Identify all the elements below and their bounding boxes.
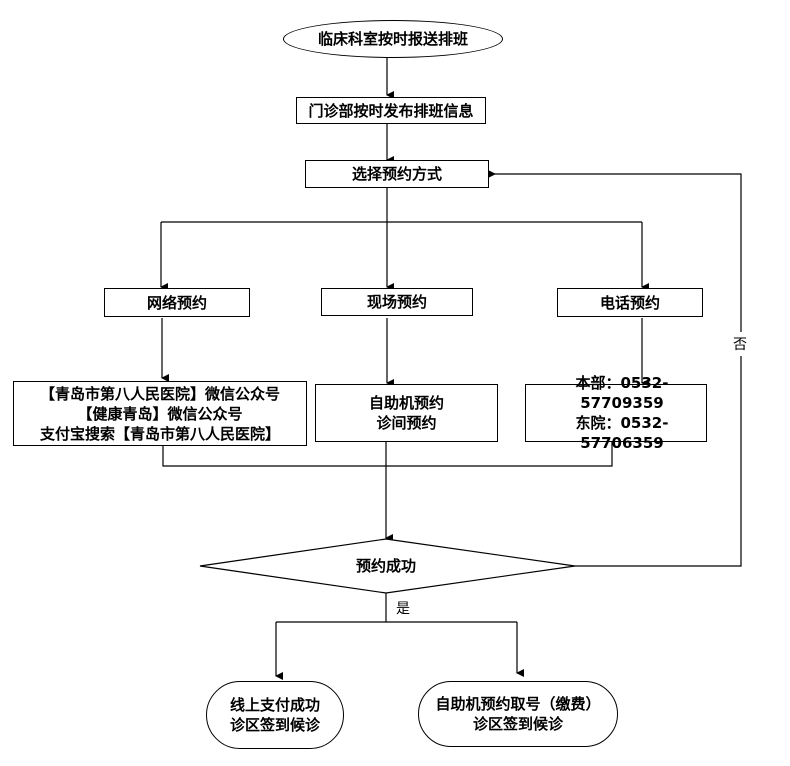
online-detail-line-3: 支付宝搜索【青岛市第八人民医院】 bbox=[39, 424, 280, 443]
method-online-title: 网络预约 bbox=[146, 293, 207, 312]
outcome-online-node: 线上支付成功 诊区签到候诊 bbox=[206, 681, 344, 749]
choose-method-node: 选择预约方式 bbox=[305, 160, 489, 188]
method-onsite-title: 现场预约 bbox=[366, 293, 427, 311]
yes-label: 是 bbox=[396, 598, 410, 618]
publish-node: 门诊部按时发布排班信息 bbox=[296, 97, 486, 124]
decision-text-wrap: 预约成功 bbox=[326, 554, 446, 578]
decision-text: 预约成功 bbox=[355, 557, 416, 575]
start-node-text: 临床科室按时报送排班 bbox=[317, 30, 468, 48]
method-phone-node: 电话预约 bbox=[557, 288, 703, 317]
method-onsite-node: 现场预约 bbox=[321, 288, 473, 316]
choose-method-text: 选择预约方式 bbox=[351, 165, 442, 183]
outcome-online-line-1: 线上支付成功 bbox=[229, 696, 320, 714]
online-detail-node: 【青岛市第八人民医院】微信公众号 【健康青岛】微信公众号 支付宝搜索【青岛市第八… bbox=[13, 381, 307, 446]
onsite-detail-line-2: 诊间预约 bbox=[376, 414, 437, 432]
phone-detail-node: 本部：0532-57709359 东院：0532-57706359 bbox=[525, 374, 707, 452]
online-detail-line-2: 【健康青岛】微信公众号 bbox=[77, 404, 243, 423]
method-online-node: 网络预约 bbox=[104, 288, 250, 317]
no-loop-line bbox=[488, 170, 742, 567]
outcome-online-line-2: 诊区签到候诊 bbox=[229, 716, 320, 734]
outcome-kiosk-line-2: 诊区签到候诊 bbox=[472, 715, 563, 733]
online-detail-line-1: 【青岛市第八人民医院】微信公众号 bbox=[39, 384, 280, 403]
outcome-kiosk-node: 自助机预约取号（缴费） 诊区签到候诊 bbox=[418, 681, 618, 747]
merge-line bbox=[162, 442, 613, 467]
method-phone-title: 电话预约 bbox=[599, 293, 660, 312]
onsite-detail-node: 自助机预约 诊间预约 bbox=[315, 384, 498, 442]
onsite-detail-line-1: 自助机预约 bbox=[368, 394, 444, 412]
phone-detail-line-1: 本部：0532-57709359 bbox=[575, 374, 669, 412]
phone-detail-line-2: 东院：0532-57706359 bbox=[575, 414, 669, 452]
no-label: 否 bbox=[733, 332, 747, 356]
outcome-kiosk-line-1: 自助机预约取号（缴费） bbox=[435, 695, 601, 713]
publish-node-text: 门诊部按时发布排班信息 bbox=[308, 101, 474, 120]
start-node: 临床科室按时报送排班 bbox=[283, 20, 503, 58]
